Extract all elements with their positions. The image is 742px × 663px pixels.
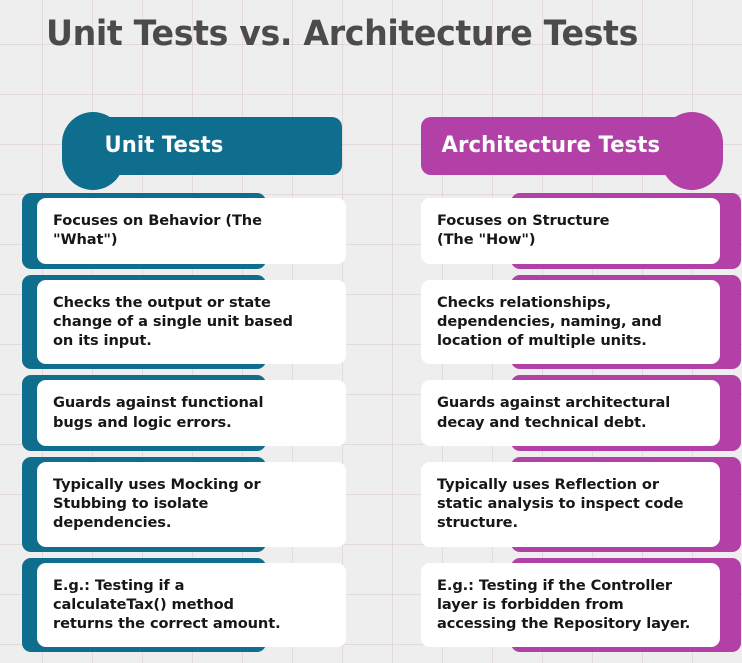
card-text: Focuses on Behavior (The "What"): [53, 212, 262, 249]
card-text: Guards against functional bugs and logic…: [53, 394, 264, 431]
card-surface[interactable]: Checks the output or state change of a s…: [37, 279, 346, 365]
list-item: Guards against architectural decay and t…: [413, 375, 742, 451]
list-item: E.g.: Testing if the Controller layer is…: [413, 557, 742, 653]
list-item: Typically uses Mocking or Stubbing to is…: [16, 456, 346, 552]
page-title: Unit Tests vs. Architecture Tests: [46, 14, 638, 54]
column-unit-tests: Unit Tests Focuses on Behavior (The "Wha…: [16, 112, 346, 663]
list-item: Typically uses Reflection or static anal…: [413, 456, 742, 552]
card-surface[interactable]: Guards against architectural decay and t…: [421, 380, 720, 446]
card-surface[interactable]: E.g.: Testing if a calculateTax() method…: [37, 562, 346, 648]
list-item: Focuses on Structure (The "How"): [413, 193, 742, 269]
card-surface[interactable]: Checks relationships, dependencies, nami…: [421, 279, 720, 365]
card-text: Checks the output or state change of a s…: [53, 293, 293, 350]
header-bar-shape: [421, 117, 693, 175]
list-item: E.g.: Testing if a calculateTax() method…: [16, 557, 346, 653]
card-surface[interactable]: Typically uses Reflection or static anal…: [421, 461, 720, 547]
card-text: Focuses on Structure (The "How"): [437, 212, 610, 249]
column-header-label-unit-tests: Unit Tests: [104, 133, 224, 158]
card-text: Checks relationships, dependencies, nami…: [437, 293, 662, 350]
card-text: E.g.: Testing if a calculateTax() method…: [53, 576, 281, 633]
column-header-architecture-tests: Architecture Tests: [413, 112, 742, 190]
list-item: Guards against functional bugs and logic…: [16, 375, 346, 451]
card-surface[interactable]: Focuses on Behavior (The "What"): [37, 198, 346, 264]
card-text: Typically uses Mocking or Stubbing to is…: [53, 475, 261, 532]
card-text: Guards against architectural decay and t…: [437, 394, 671, 431]
column-header-label-architecture-tests: Architecture Tests: [441, 133, 661, 158]
card-surface[interactable]: Typically uses Mocking or Stubbing to is…: [37, 461, 346, 547]
list-item: Checks relationships, dependencies, nami…: [413, 274, 742, 370]
card-text: Typically uses Reflection or static anal…: [437, 475, 684, 532]
card-surface[interactable]: E.g.: Testing if the Controller layer is…: [421, 562, 720, 648]
card-surface[interactable]: Focuses on Structure (The "How"): [421, 198, 720, 264]
header-bar-shape: [78, 117, 342, 175]
column-header-unit-tests: Unit Tests: [16, 112, 346, 190]
list-item: Checks the output or state change of a s…: [16, 274, 346, 370]
list-item: Focuses on Behavior (The "What"): [16, 193, 346, 269]
card-text: E.g.: Testing if the Controller layer is…: [437, 576, 691, 633]
card-surface[interactable]: Guards against functional bugs and logic…: [37, 380, 346, 446]
column-architecture-tests: Architecture Tests Focuses on Structure …: [413, 112, 742, 663]
